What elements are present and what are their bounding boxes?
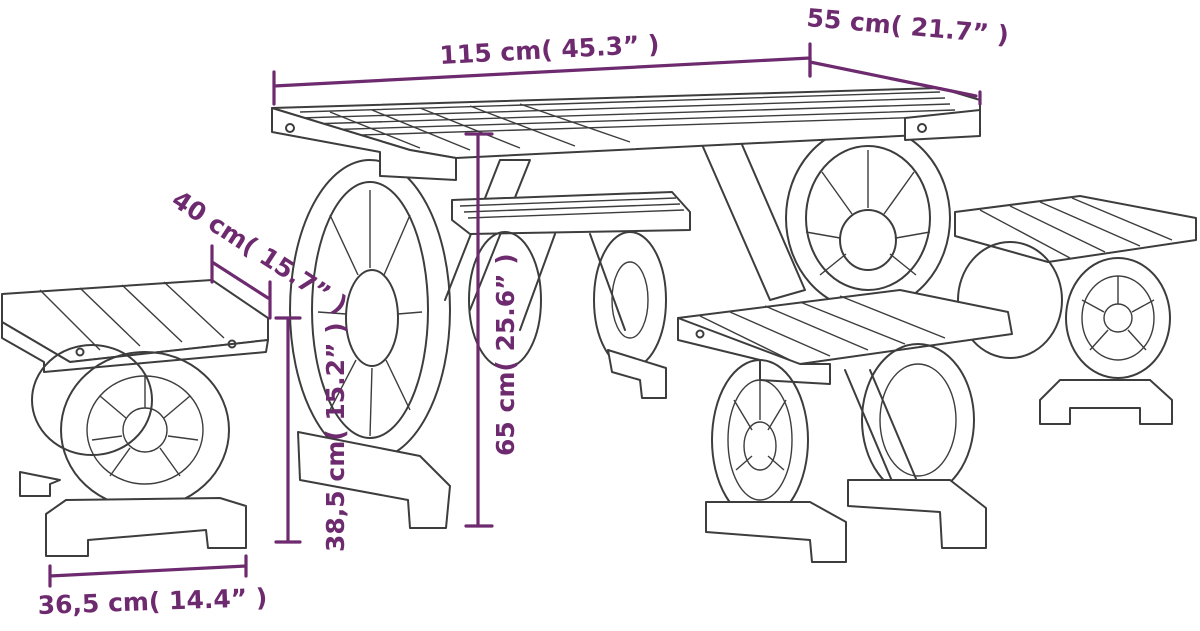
stool-back-seat bbox=[451, 191, 691, 235]
dim-label-stool-width: 36,5 cm( 14.4” ) bbox=[37, 583, 268, 620]
dim-line-table-height bbox=[464, 132, 494, 528]
stool-left bbox=[1, 279, 269, 557]
stool-right-wheel-front bbox=[1065, 257, 1171, 379]
stool-front-center bbox=[677, 289, 1013, 563]
stool-front-foot-left bbox=[705, 501, 847, 563]
stool-back-wheel-right bbox=[593, 231, 667, 369]
dim-line-stool-height bbox=[274, 316, 302, 544]
stool-back-center bbox=[451, 191, 691, 399]
table-front-foot bbox=[297, 431, 451, 529]
dim-label-stool-height: 38,5 cm( 15.2” ) bbox=[321, 322, 350, 552]
stool-right-seat bbox=[954, 195, 1197, 263]
stool-left-wheel-back bbox=[31, 344, 153, 456]
stool-right-foot bbox=[1039, 379, 1173, 425]
table-back-leg bbox=[699, 139, 806, 301]
dim-label-table-width: 55 cm( 21.7” ) bbox=[805, 3, 1009, 50]
stool-right-back bbox=[954, 195, 1197, 425]
table-top bbox=[271, 87, 981, 181]
stool-back-wheel-left bbox=[468, 231, 542, 369]
dim-line-stool-length bbox=[210, 244, 272, 320]
stool-front-foot-right bbox=[847, 479, 987, 549]
table bbox=[271, 87, 981, 529]
dim-line-table-width bbox=[808, 56, 982, 106]
dim-line-stool-width bbox=[48, 554, 248, 588]
dimension-lines bbox=[48, 42, 982, 588]
stool-left-foot-back bbox=[19, 471, 61, 497]
dim-label-table-length: 115 cm( 45.3” ) bbox=[439, 30, 660, 70]
stool-right-wheel-back bbox=[957, 241, 1063, 359]
stool-left-foot-front bbox=[45, 497, 247, 557]
table-back-wheel bbox=[785, 125, 951, 311]
stool-back-foot bbox=[607, 349, 667, 399]
table-front-wheel bbox=[289, 159, 451, 461]
stool-front-wheel-right bbox=[861, 343, 975, 497]
dim-label-table-height: 65 cm( 25.6” ) bbox=[491, 253, 520, 456]
